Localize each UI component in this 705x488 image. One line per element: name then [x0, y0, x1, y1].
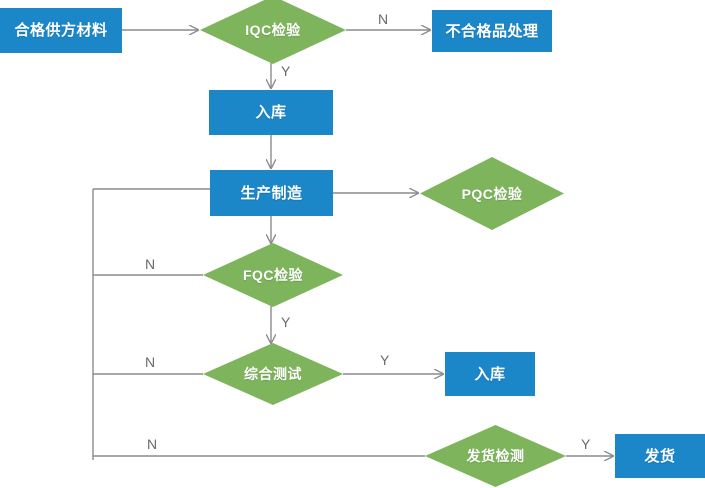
edge-label-ship-yes: Y [581, 436, 591, 452]
edge-label-iqc-yes: Y [281, 63, 291, 79]
node-label: 入库 [255, 104, 287, 121]
edge-label-test-no: N [145, 354, 156, 370]
node-comprehensive-test[interactable]: 综合测试 [203, 343, 343, 405]
node-label: 生产制造 [240, 184, 303, 202]
edge-label-iqc-no: N [378, 11, 389, 27]
node-warehouse-in-1[interactable]: 入库 [209, 90, 333, 135]
node-iqc-inspection[interactable]: IQC检验 [200, 0, 346, 64]
node-label: 发货检测 [466, 448, 525, 464]
node-fqc-inspection[interactable]: FQC检验 [203, 243, 343, 307]
node-label: 综合测试 [244, 366, 302, 382]
node-warehouse-in-2[interactable]: 入库 [445, 352, 535, 396]
edge-label-ship-no: N [147, 436, 158, 452]
node-label: IQC检验 [245, 22, 301, 38]
node-pqc-inspection[interactable]: PQC检验 [420, 157, 564, 230]
node-label: 合格供方材料 [14, 22, 108, 39]
node-label: PQC检验 [461, 185, 523, 202]
edge-label-fqc-no: N [145, 256, 156, 272]
edge-label-test-yes: Y [380, 352, 390, 368]
node-supplier-material[interactable]: 合格供方材料 [0, 8, 122, 53]
node-label: FQC检验 [242, 267, 304, 283]
edge-label-fqc-yes: Y [281, 314, 291, 330]
node-label: 不合格品处理 [445, 22, 539, 40]
node-shipping[interactable]: 发货 [615, 434, 705, 478]
node-label: 入库 [474, 365, 506, 383]
node-label: 发货 [644, 447, 676, 465]
node-shipping-inspection[interactable]: 发货检测 [425, 425, 566, 487]
node-nonconforming-handling[interactable]: 不合格品处理 [432, 10, 552, 52]
node-manufacturing[interactable]: 生产制造 [210, 170, 333, 216]
